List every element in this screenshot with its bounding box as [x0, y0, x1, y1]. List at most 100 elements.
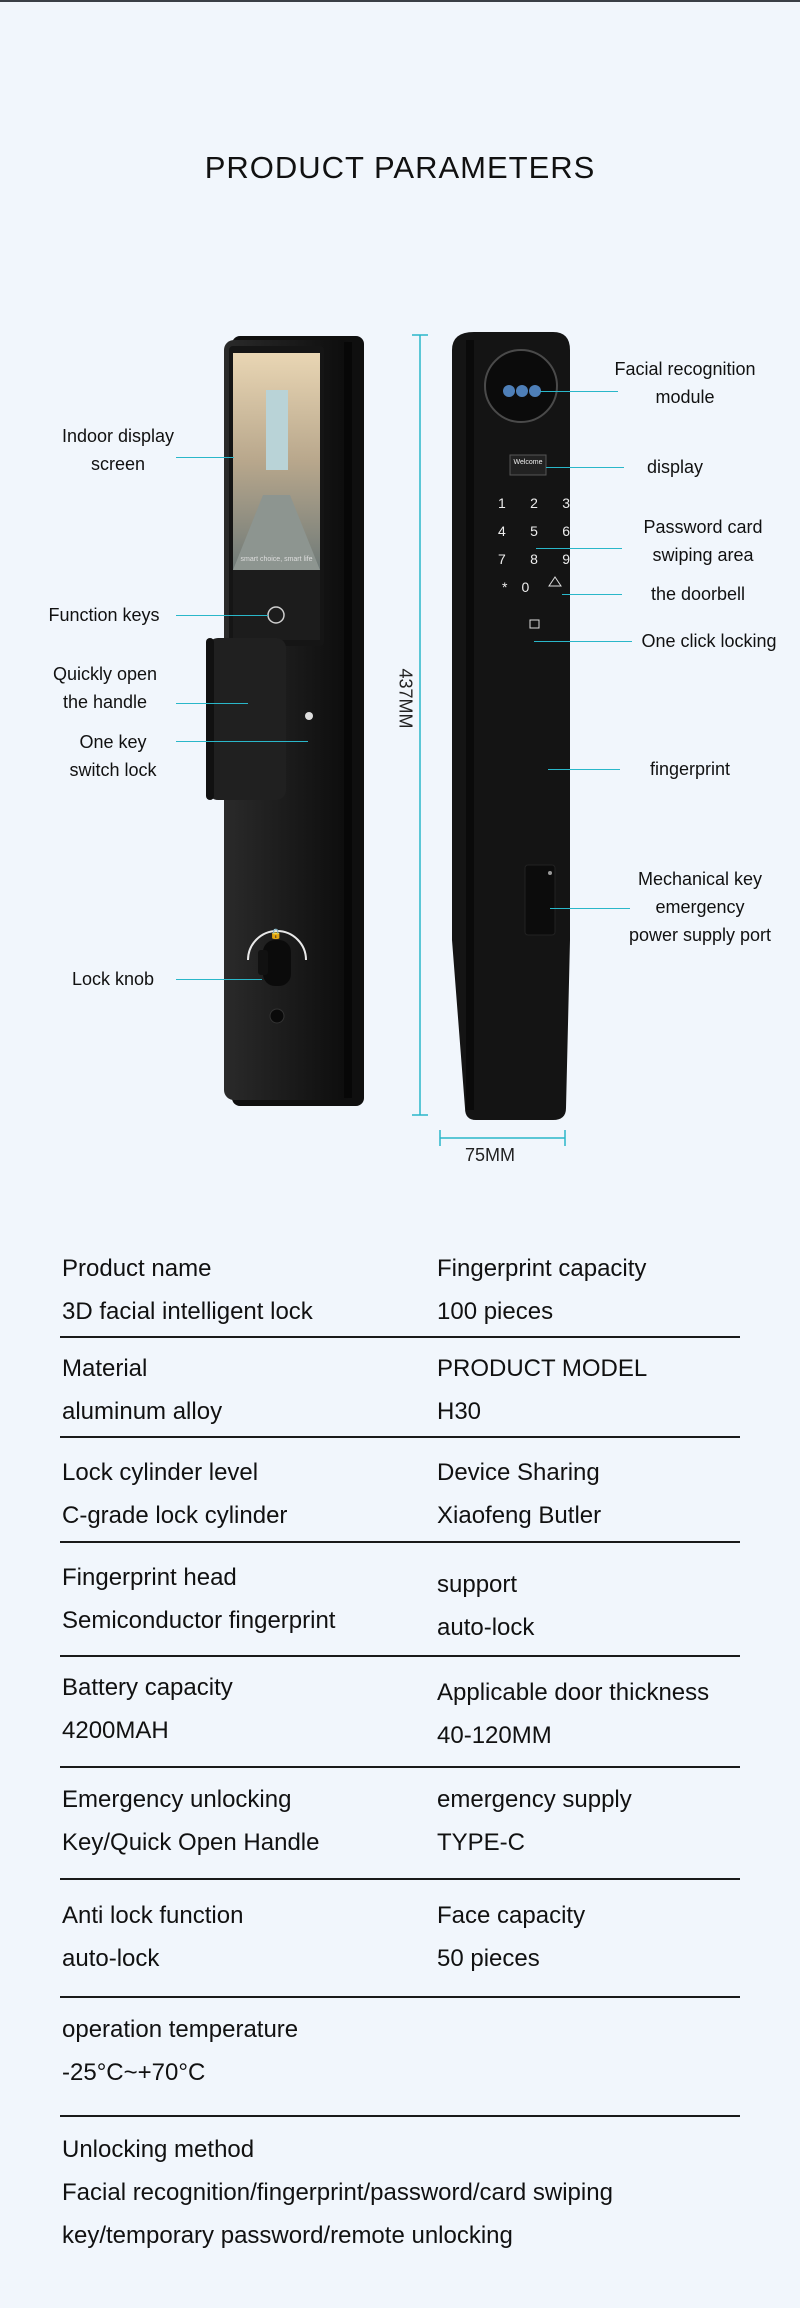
label-quickly-open-handle: Quickly open the handle [25, 660, 185, 716]
label-line: Quickly open [52, 664, 158, 684]
label-display: display [646, 457, 704, 477]
spec-label: Lock cylinder level [62, 1459, 259, 1486]
leader-line [540, 391, 618, 392]
spec-value: 50 pieces [437, 1945, 540, 1972]
spec-value: auto-lock [437, 1614, 535, 1641]
leader-line [534, 641, 632, 642]
keypad-key[interactable]: 5 [530, 523, 538, 539]
label-line: swiping area [652, 545, 754, 565]
height-dimension-label: 437MM [395, 668, 416, 729]
spec-label: Battery capacity [62, 1674, 233, 1701]
keypad-key[interactable]: * [502, 579, 508, 595]
spec-row: Anti lock function auto-lock Face capaci… [60, 1894, 740, 1998]
outdoor-screen-text: Welcome [513, 459, 543, 466]
leader-line [550, 908, 630, 909]
spec-value: Facial recognition/fingerprint/password/… [62, 2179, 613, 2206]
label-line: screen [90, 454, 146, 474]
keypad-key[interactable]: 6 [562, 523, 570, 539]
label-line: emergency [655, 897, 745, 917]
leader-line [548, 769, 620, 770]
page-title: PRODUCT PARAMETERS [204, 150, 596, 185]
spec-row: Material aluminum alloy PRODUCT MODEL H3… [60, 1347, 740, 1438]
spec-label: Anti lock function [62, 1902, 244, 1929]
label-line: One key [79, 732, 147, 752]
spec-row: operation temperature -25°C~+70°C [60, 2008, 740, 2117]
spec-value: C-grade lock cylinder [62, 1502, 288, 1529]
product-diagram: 🔒 smart choice, smart life Welcome 1 2 3 4… [0, 320, 800, 1180]
label-line: Mechanical key [637, 869, 763, 889]
leader-line [176, 615, 268, 616]
spec-value: H30 [437, 1398, 482, 1425]
spec-value: -25°C~+70°C [62, 2059, 206, 2086]
keypad-key[interactable]: 8 [530, 551, 538, 567]
leader-line [536, 548, 622, 549]
label-line: Facial recognition [614, 359, 756, 379]
keypad-key[interactable]: 3 [562, 495, 570, 511]
leader-line [562, 594, 622, 595]
spec-row: Emergency unlocking Key/Quick Open Handl… [60, 1778, 740, 1880]
keypad-key[interactable]: 0 [521, 579, 530, 595]
label-line: power supply port [628, 925, 772, 945]
spec-label: Material [62, 1355, 148, 1382]
label-one-key-switch-lock: One key switch lock [33, 728, 193, 784]
spec-row: Fingerprint head Semiconductor fingerpri… [60, 1556, 740, 1657]
keypad-key[interactable]: 7 [498, 551, 506, 567]
label-line: Password card [643, 517, 763, 537]
spec-label: support [437, 1571, 518, 1598]
label-line: the handle [62, 692, 148, 712]
label-indoor-display-screen: Indoor display screen [38, 422, 198, 478]
spec-label: Fingerprint capacity [437, 1255, 647, 1282]
keypad-key[interactable]: 9 [562, 551, 570, 567]
spec-label: Applicable door thickness [437, 1679, 710, 1706]
keypad-key[interactable]: 4 [498, 523, 506, 539]
spec-value: Key/Quick Open Handle [62, 1829, 320, 1856]
spec-row: Battery capacity 4200MAH Applicable door… [60, 1666, 740, 1768]
spec-label: PRODUCT MODEL [437, 1355, 648, 1382]
label-line: Indoor display [61, 426, 175, 446]
spec-label: Emergency unlocking [62, 1786, 292, 1813]
label-line: switch lock [69, 760, 157, 780]
width-dimension-label: 75MM [465, 1145, 516, 1165]
keypad-key[interactable]: 2 [530, 495, 538, 511]
leader-line [176, 979, 262, 980]
label-line: module [655, 387, 715, 407]
label-mechanical-key-port: Mechanical key emergency power supply po… [600, 865, 800, 949]
spec-label: Unlocking method [62, 2136, 255, 2163]
spec-label: operation temperature [62, 2016, 299, 2043]
label-password-card-area: Password card swiping area [603, 513, 800, 569]
label-doorbell: the doorbell [650, 584, 746, 604]
spec-value: 100 pieces [437, 1298, 554, 1325]
spec-value: 4200MAH [62, 1717, 169, 1744]
spec-value: key/temporary password/remote unlocking [62, 2222, 513, 2249]
spec-value: TYPE-C [437, 1829, 526, 1856]
outdoor-panel-illustration [452, 332, 570, 1120]
leader-line [176, 703, 248, 704]
leader-line [176, 741, 308, 742]
spec-value: Xiaofeng Butler [437, 1502, 602, 1529]
label-one-click-locking: One click locking [641, 631, 777, 651]
indoor-screen-text: smart choice, smart life [240, 556, 313, 563]
label-fingerprint: fingerprint [649, 759, 731, 779]
spec-label: Product name [62, 1255, 212, 1282]
top-border [0, 0, 800, 2]
spec-value: 40-120MM [437, 1722, 552, 1749]
label-function-keys: Function keys [48, 605, 160, 625]
svg-text:🔒: 🔒 [270, 928, 282, 940]
label-facial-recognition-module: Facial recognition module [585, 355, 785, 411]
spec-label: Face capacity [437, 1902, 586, 1929]
keypad-key[interactable]: 1 [498, 495, 506, 511]
label-lock-knob: Lock knob [71, 969, 155, 989]
leader-line [176, 457, 234, 458]
dimension-lines [412, 334, 566, 1146]
keypad: 1 2 3 4 5 6 7 8 9 * 0 [498, 495, 570, 607]
spec-row: Unlocking method Facial recognition/fing… [60, 2128, 740, 2268]
indoor-panel-illustration: 🔒 [206, 336, 364, 1106]
spec-label: Device Sharing [437, 1459, 600, 1486]
spec-value: auto-lock [62, 1945, 160, 1972]
spec-label: Fingerprint head [62, 1564, 237, 1591]
leader-line [546, 467, 624, 468]
spec-value: aluminum alloy [62, 1398, 223, 1425]
spec-label: emergency supply [437, 1786, 632, 1813]
spec-row: Product name 3D facial intelligent lock … [60, 1247, 740, 1338]
spec-row: Lock cylinder level C-grade lock cylinde… [60, 1451, 740, 1543]
